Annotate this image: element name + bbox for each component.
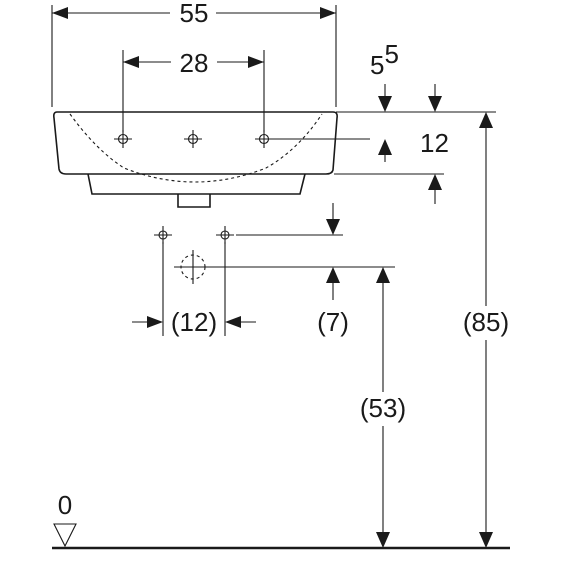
floor-level-triangle-icon bbox=[53, 523, 77, 548]
arrow-down-icon bbox=[376, 532, 390, 548]
extension-lines bbox=[51, 5, 496, 336]
arrow-up-icon bbox=[326, 267, 340, 283]
arrow-left-icon bbox=[225, 316, 241, 328]
dimension-rim-offset: 55 bbox=[370, 39, 399, 80]
arrow-up-icon bbox=[378, 139, 392, 155]
arrow-down-icon bbox=[428, 96, 442, 112]
arrow-up-icon bbox=[479, 112, 493, 128]
arrow-right-icon bbox=[320, 7, 336, 19]
arrow-left-icon bbox=[52, 7, 68, 19]
dimension-waste-height: (53) bbox=[360, 393, 406, 423]
valve-left-icon bbox=[154, 226, 172, 244]
waste-outlet-icon bbox=[174, 250, 212, 284]
dimension-overall-width: 55 bbox=[180, 0, 209, 28]
dimension-valve-spacing: (12) bbox=[171, 307, 217, 337]
arrow-left-icon bbox=[123, 56, 139, 68]
dimension-total-height: (85) bbox=[463, 307, 509, 337]
arrow-up-icon bbox=[428, 174, 442, 190]
tap-hole-left-icon bbox=[114, 130, 132, 148]
dimension-tap-spacing: 28 bbox=[180, 48, 209, 78]
arrow-up-icon bbox=[376, 267, 390, 283]
dimension-rim-height: 12 bbox=[420, 128, 449, 158]
arrow-right-icon bbox=[248, 56, 264, 68]
valve-right-icon bbox=[216, 226, 234, 244]
floor-level-label: 0 bbox=[58, 490, 72, 520]
tap-hole-center-icon bbox=[184, 130, 202, 148]
arrow-down-icon bbox=[326, 219, 340, 235]
arrow-right-icon bbox=[147, 316, 163, 328]
dimension-valve-offset: (7) bbox=[317, 307, 349, 337]
basin-outline bbox=[53, 111, 338, 208]
arrow-down-icon bbox=[378, 96, 392, 112]
arrow-down-icon bbox=[479, 532, 493, 548]
